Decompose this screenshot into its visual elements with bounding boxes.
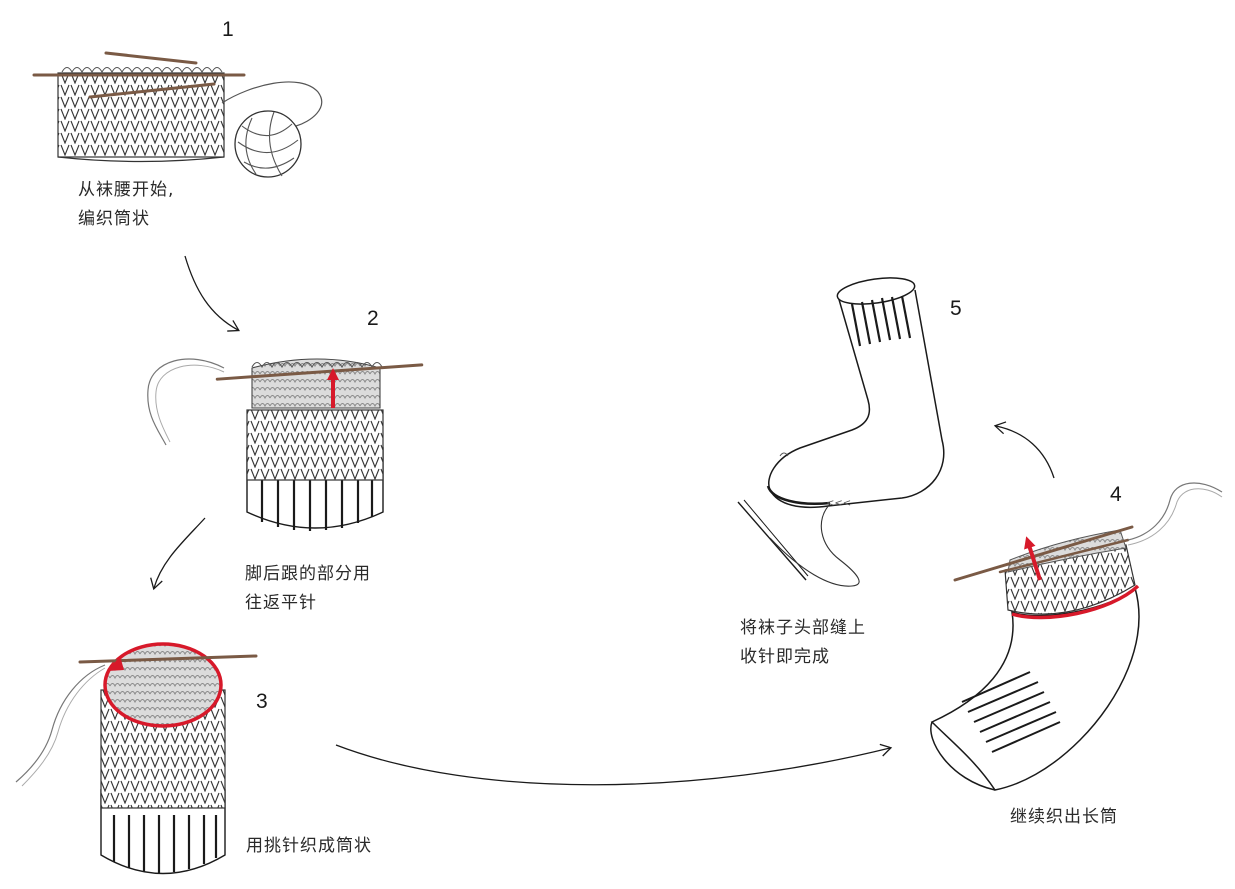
knitting-needle — [78, 654, 258, 664]
flow-arrow-2-to-3 — [150, 517, 206, 591]
step-number-2: 2 — [367, 307, 379, 330]
flow-arrow-3-to-4 — [335, 743, 893, 786]
step1-illustration — [32, 51, 323, 178]
step4-caption: 继续织出长筒 — [1010, 803, 1118, 832]
step-number-5: 5 — [950, 297, 962, 320]
knitting-needle — [953, 525, 1134, 582]
knitting-needle — [104, 51, 198, 65]
step3-caption-line: 用挑针织成筒状 — [246, 836, 372, 856]
sewing-needle-icon — [737, 501, 807, 581]
step4-illustration — [930, 482, 1223, 791]
step1-caption: 从袜腰开始, 编织筒状 — [78, 176, 174, 234]
step2-caption: 脚后跟的部分用 往返平针 — [245, 560, 371, 618]
step5-illustration: <<< — [737, 277, 945, 587]
flow-arrow-1-to-2 — [184, 255, 240, 332]
direction-arrow-icon — [108, 656, 124, 671]
yarn-strand — [221, 81, 323, 127]
sock-cuff — [100, 789, 226, 875]
yarn-strand — [147, 358, 225, 446]
step2-caption-line: 往返平针 — [245, 593, 317, 613]
yarn-ball-icon — [234, 110, 302, 178]
tube-rim — [1011, 584, 1140, 620]
knitting-needle — [215, 363, 424, 381]
svg-text:<<<: <<< — [826, 498, 851, 509]
pickup-ring — [103, 642, 223, 728]
knit-tube — [246, 409, 384, 481]
yarn-strand — [15, 664, 106, 783]
sewing-thread — [769, 503, 860, 587]
step5-caption-line: 将袜子头部缝上 — [740, 618, 866, 638]
step3-caption: 用挑针织成筒状 — [246, 832, 372, 861]
step-number-4: 4 — [1110, 483, 1122, 506]
step-number-3: 3 — [256, 690, 268, 713]
heel-top — [106, 645, 220, 725]
step1-caption-line: 从袜腰开始, — [78, 180, 175, 200]
knit-tube — [1004, 544, 1136, 615]
step3-illustration — [15, 642, 258, 875]
step5-caption: 将袜子头部缝上 收针即完成 — [740, 614, 866, 672]
step-number-1: 1 — [222, 18, 234, 41]
knitting-needle — [88, 82, 216, 99]
flow-arrow-4-to-5 — [993, 421, 1055, 479]
step5-caption-line: 收针即完成 — [740, 647, 830, 667]
step2-caption-line: 脚后跟的部分用 — [245, 564, 371, 584]
direction-up-arrow-icon — [1024, 536, 1042, 581]
step2-illustration — [147, 358, 424, 531]
yarn-strand — [1127, 482, 1223, 541]
step1-caption-line: 编织筒状 — [78, 209, 150, 229]
step4-caption-line: 继续织出长筒 — [1010, 807, 1118, 827]
